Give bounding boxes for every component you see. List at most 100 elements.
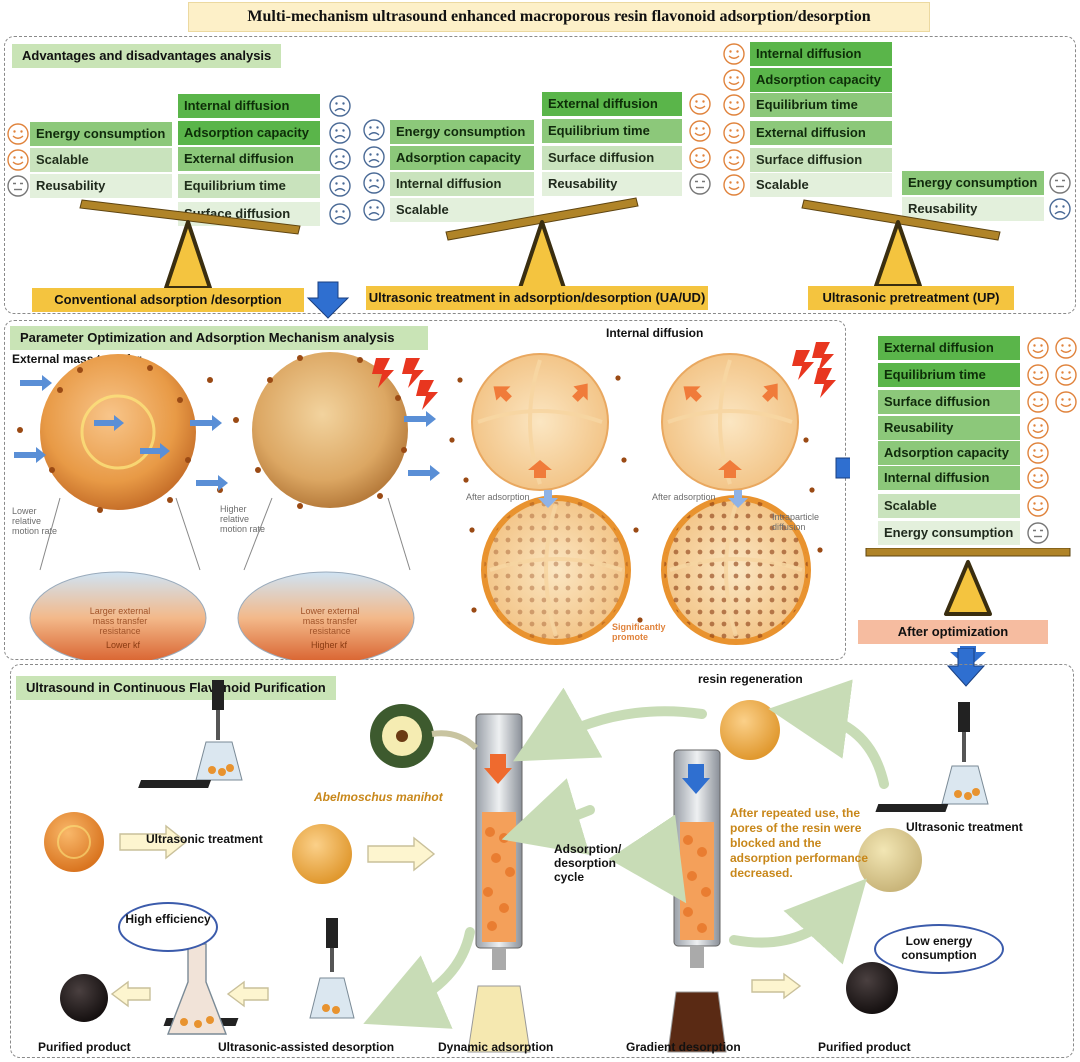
- used-resin-bead: [858, 828, 922, 892]
- neutral-face-icon: [1027, 522, 1049, 544]
- fresh-resin-bead: [44, 812, 104, 872]
- higher-k-label: Higher kf: [310, 640, 347, 650]
- treated-resin-bead: [292, 824, 352, 884]
- regenerated-resin-bead: [720, 700, 780, 760]
- up-right-item-0: Energy consumption: [902, 171, 1044, 195]
- ua-right-item-0: External diffusion: [542, 92, 682, 116]
- lower-rate-label-2: relative: [12, 516, 41, 526]
- conv-left-item-2: Reusability: [30, 174, 172, 198]
- up-right-item-1: Reusability: [902, 197, 1044, 221]
- ultrasonic-treatment-left-label: Ultrasonic treatment: [146, 832, 263, 846]
- up-label: Ultrasonic pretreatment (UP): [808, 286, 1014, 310]
- flow-arrow-icon: [110, 980, 151, 1008]
- down-arrow-icon: [306, 281, 350, 319]
- purification-illustration: [44, 679, 989, 1053]
- abelmoschus-label: Abelmoschus manihot: [314, 790, 443, 804]
- opt-item-4: Adsorption capacity: [878, 441, 1020, 465]
- cycle-label: Adsorption/ desorption cycle: [554, 842, 622, 884]
- opt-item-1: Equilibrium time: [878, 363, 1020, 387]
- ultrasonic-probe-icon: [138, 680, 243, 788]
- advantages-panel: [4, 36, 1076, 314]
- opt-item-3: Reusability: [878, 416, 1020, 440]
- ultrasonic-treatment-right-label: Ultrasonic treatment: [906, 820, 1023, 834]
- resin-blocked-note: After repeated use, the pores of the res…: [730, 806, 869, 880]
- lower-rate-label-1: Lower: [12, 506, 37, 516]
- up-left-item-2: Equilibrium time: [750, 93, 892, 117]
- ua-right-item-3: Reusability: [542, 172, 682, 196]
- ua-left-item-3: Scalable: [390, 198, 534, 222]
- higher-rate-label-2: relative: [220, 514, 249, 524]
- mechanism-panel: [4, 320, 846, 660]
- opt-item-5: Internal diffusion: [878, 466, 1020, 490]
- internal-diffusion-label: Internal diffusion: [606, 326, 704, 340]
- opt-item-0: External diffusion: [878, 336, 1020, 360]
- ua-left-item-2: Internal diffusion: [390, 172, 534, 196]
- high-efficiency-bubble: High efficiency: [118, 902, 218, 952]
- happy-face-icon: [1027, 467, 1049, 489]
- opt-item-6: Scalable: [878, 494, 1020, 518]
- adsorption-column-icon: [467, 713, 531, 1053]
- happy-face-icon: [1027, 391, 1049, 413]
- resin-bead-high-rate: [252, 352, 408, 508]
- happy-face-icon: [1027, 417, 1049, 439]
- up-left-item-3: External diffusion: [750, 121, 892, 145]
- conv-right-item-2: External diffusion: [178, 147, 320, 171]
- down-arrow-icon: [946, 648, 986, 687]
- happy-face-icon: [1055, 337, 1077, 359]
- higher-rate-label-3: motion rate: [220, 524, 265, 534]
- balance-scale-icon: [801, 199, 1001, 288]
- flow-arrow-icon: [226, 980, 269, 1008]
- flow-arrow-icon: [119, 824, 188, 860]
- purified-product-right: [846, 962, 898, 1014]
- larger-resistance-label: Larger external mass transfer resistance: [89, 606, 151, 636]
- ua-right-item-2: Surface diffusion: [542, 146, 682, 170]
- purified-product-left: [60, 974, 108, 1022]
- conventional-label: Conventional adsorption /desorption: [32, 288, 304, 312]
- conv-right-item-3: Equilibrium time: [178, 174, 320, 198]
- ua-ud-label: Ultrasonic treatment in adsorption/desor…: [366, 286, 708, 310]
- conv-right-item-1: Adsorption capacity: [178, 121, 320, 145]
- conical-flask-icon: [166, 943, 228, 1035]
- up-left-item-5: Scalable: [750, 173, 892, 197]
- low-energy-text: Low energy consumption: [901, 934, 977, 962]
- flow-arrow-icon: [367, 836, 436, 872]
- up-left-item-0: Internal diffusion: [750, 42, 892, 66]
- opt-item-7: Energy consumption: [878, 521, 1020, 545]
- high-efficiency-text: High efficiency: [125, 912, 211, 926]
- happy-face-icon: [1027, 442, 1049, 464]
- opt-item-2: Surface diffusion: [878, 390, 1020, 414]
- low-energy-bubble: Low energy consumption: [874, 924, 1004, 974]
- happy-face-icon: [1055, 391, 1077, 413]
- mechanism-illustration: Lower relative motion rate Higher relati…: [12, 342, 850, 660]
- up-left-item-4: Surface diffusion: [750, 148, 892, 172]
- happy-face-icon: [1027, 364, 1049, 386]
- significantly-promote-label: Significantly promote: [612, 622, 666, 642]
- lower-resistance-label: Lower external mass transfer resistance: [300, 606, 360, 636]
- after-optimization-label: After optimization: [858, 620, 1048, 644]
- ua-right-item-1: Equilibrium time: [542, 119, 682, 143]
- main-title: Multi-mechanism ultrasound enhanced macr…: [188, 2, 930, 32]
- flow-arrow-icon: [751, 972, 802, 1000]
- ua-left-item-1: Adsorption capacity: [390, 146, 534, 170]
- balance-scales: [79, 197, 1001, 319]
- boundary-layer-detail-left: [29, 571, 207, 660]
- purification-panel: [10, 664, 1074, 1058]
- balance-scale-icon: [79, 199, 301, 290]
- after-adsorption-label-2: After adsorption: [652, 492, 716, 502]
- lower-k-label: Lower kf: [105, 640, 140, 650]
- desorption-column-icon: [667, 749, 727, 1053]
- balance-scale-icon: [865, 548, 1071, 616]
- resin-bead-low-rate: [40, 354, 196, 510]
- balance-scale-icon: [445, 197, 639, 290]
- gradient-desorption-label: Gradient desorption: [626, 1040, 741, 1054]
- conv-left-item-1: Scalable: [30, 148, 172, 172]
- advantages-section-title: Advantages and disadvantages analysis: [12, 44, 282, 68]
- boundary-layer-detail-right: [237, 571, 415, 660]
- conv-left-item-0: Energy consumption: [30, 122, 172, 146]
- right-arrow-icon: [835, 457, 850, 479]
- conv-right-item-0: Internal diffusion: [178, 94, 320, 118]
- lower-rate-label-3: motion rate: [12, 526, 57, 536]
- mechanism-section-title: Parameter Optimization and Adsorption Me…: [10, 326, 428, 350]
- happy-face-icon: [1055, 364, 1077, 386]
- happy-face-icon: [1027, 337, 1049, 359]
